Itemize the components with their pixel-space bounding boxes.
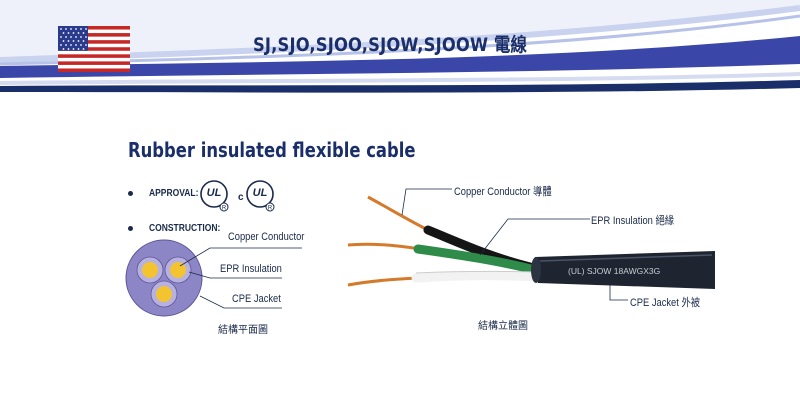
cross-section-diagram (125, 239, 302, 317)
ul-text: UL (253, 187, 268, 199)
conductor-left (136, 256, 164, 284)
conductor-top (367, 195, 431, 233)
c-mark: c (238, 192, 244, 203)
conductor-middle (347, 242, 421, 251)
approval-label: APPROVAL: (149, 188, 199, 200)
conductor-right (164, 256, 192, 284)
cross-label-insulation: EPR Insulation (220, 263, 282, 275)
bullet-icon (128, 226, 133, 232)
us-flag-icon (58, 26, 130, 72)
cross-label-jacket: CPE Jacket (232, 293, 281, 305)
wire-white (411, 271, 545, 283)
cross-label-conductor: Copper Conductor (228, 231, 305, 243)
header-banner (0, 0, 800, 93)
cable-3d-diagram: (UL) SJOW 18AWGX3G (347, 188, 715, 301)
page-title: SJ,SJO,SJOO,SJOW,SJOOW 電線 (252, 34, 528, 56)
approval-row: APPROVAL: (128, 186, 207, 200)
conductor-bottom (347, 276, 419, 287)
section-heading: Rubber insulated flexible cable (128, 138, 416, 162)
construction-label: CONSTRUCTION: (149, 223, 221, 235)
ul-mark-icon: UL R (200, 180, 229, 212)
registered-mark: R (268, 206, 273, 212)
construction-row: CONSTRUCTION: (128, 221, 233, 235)
registered-mark: R (222, 206, 227, 212)
cul-mark-icon: UL R (246, 180, 275, 212)
ul-listing-marks: UL R c UL R (200, 180, 275, 212)
cable-label-conductor: Copper Conductor 導體 (454, 186, 552, 198)
cable-view-caption: 結構立體圖 (478, 321, 528, 332)
cable-label-insulation: EPR Insulation 絕緣 (591, 215, 675, 227)
conductor-bottom (150, 280, 178, 308)
wire-green (413, 244, 540, 275)
cable-print-text: (UL) SJOW 18AWGX3G (568, 266, 660, 276)
cable-jacket (535, 251, 715, 289)
ul-text: UL (207, 187, 222, 199)
bullet-icon (128, 191, 133, 197)
cable-label-jacket: CPE Jacket 外被 (630, 297, 701, 309)
cross-section-caption: 結構平面圖 (218, 325, 268, 336)
